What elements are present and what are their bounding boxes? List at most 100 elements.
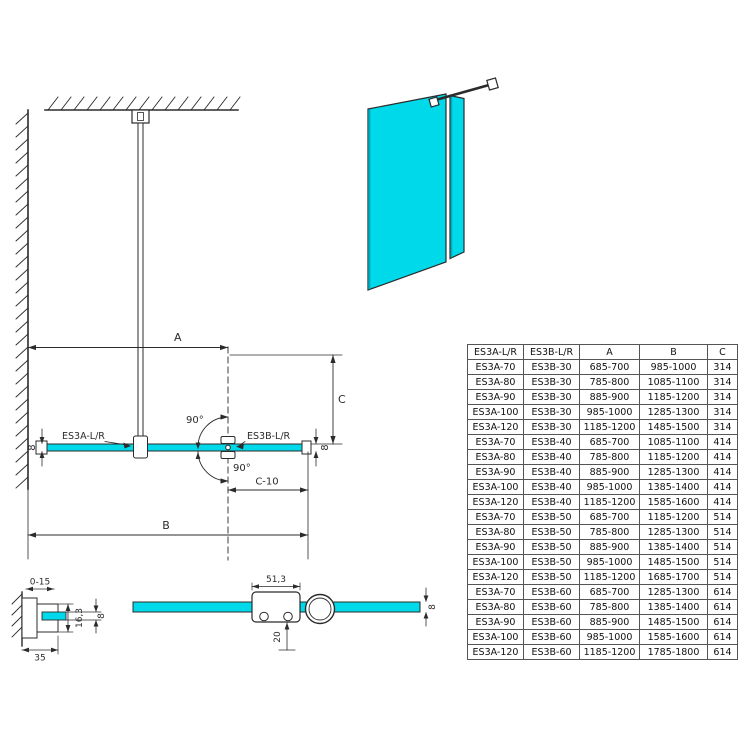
bar-section-outer (304, 593, 336, 625)
joint-bracket-bottom (220, 451, 236, 459)
table-cell: 985-1000 (639, 359, 708, 375)
clamp-body (251, 591, 301, 623)
dimension-8-profile: 8 (65, 598, 107, 634)
table-cell: 1485-1500 (639, 614, 708, 630)
bar-wall-bracket-inner (137, 112, 144, 121)
table-cell: 785-800 (579, 599, 640, 615)
table-cell: ES3B-40 (523, 464, 580, 480)
table-cell: ES3B-30 (523, 359, 580, 375)
table-cell: ES3B-40 (523, 479, 580, 495)
table-cell: 1185-1200 (639, 449, 708, 465)
table-cell: 514 (707, 569, 738, 585)
angle-bottom-label: 90° (233, 463, 251, 474)
wall-hatch-top-icon (47, 96, 241, 111)
table-cell: 414 (707, 494, 738, 510)
table-cell: 1085-1100 (639, 374, 708, 390)
dim-a-label: A (174, 331, 182, 344)
table-cell: 614 (707, 584, 738, 600)
dimension-0-15: 0-15 (25, 578, 55, 592)
dimension-a: A (27, 331, 229, 351)
column-header: A (579, 344, 640, 360)
table-cell: ES3A-100 (467, 554, 524, 570)
dim-8-left-label: 8 (27, 444, 38, 450)
clamp-screw-left (259, 611, 269, 622)
table-cell: 985-1000 (579, 479, 640, 495)
table-cell: 885-900 (579, 464, 640, 480)
column-header: ES3B-L/R (523, 344, 580, 360)
table-cell: 1685-1700 (639, 569, 708, 585)
glass-in-profile (41, 611, 67, 621)
profile-base (21, 597, 38, 639)
table-cell: 885-900 (579, 614, 640, 630)
table-cell: ES3A-90 (467, 389, 524, 405)
glass-panel-plan (39, 443, 309, 452)
table-cell: 1185-1200 (579, 569, 640, 585)
dim-8-profile-label: 8 (97, 613, 107, 619)
table-cell: 1385-1400 (639, 599, 708, 615)
clamp-screw-right (283, 611, 293, 622)
bar-clamp-detail: 51,3 20 8 (132, 575, 438, 651)
dim-0-15-label: 0-15 (30, 578, 50, 588)
dimension-b: B (27, 519, 309, 538)
dimension-8-section: 8 (423, 587, 438, 627)
table-cell: ES3B-50 (523, 539, 580, 555)
table-cell: 514 (707, 509, 738, 525)
wall-hatch-detail-icon (11, 593, 23, 638)
table-cell: 885-900 (579, 389, 640, 405)
table-cell: 614 (707, 614, 738, 630)
table-cell: ES3A-100 (467, 629, 524, 645)
table-cell: ES3B-50 (523, 509, 580, 525)
bar-glass-clamp-iso (428, 96, 440, 108)
table-cell: 514 (707, 524, 738, 540)
table-cell: ES3A-120 (467, 494, 524, 510)
table-cell: 1185-1200 (579, 494, 640, 510)
column-header: C (707, 344, 738, 360)
table-cell: ES3A-90 (467, 539, 524, 555)
plan-view: A C C-10 B (15, 96, 346, 561)
table-cell: ES3B-60 (523, 629, 580, 645)
swing-angle-bottom: 90° (195, 450, 251, 484)
table-cell: 1285-1300 (639, 584, 708, 600)
wall-profile-detail: 0-15 16,3 8 35 (11, 578, 107, 664)
table-cell: ES3A-80 (467, 599, 524, 615)
table-cell: 1385-1400 (639, 479, 708, 495)
table-cell: ES3B-50 (523, 524, 580, 540)
table-cell: ES3A-80 (467, 449, 524, 465)
table-cell: 314 (707, 359, 738, 375)
table-cell: ES3A-80 (467, 374, 524, 390)
es3b-label: ES3B-L/R (247, 431, 291, 442)
table-cell: 514 (707, 554, 738, 570)
bar-wall-mount-iso (486, 77, 499, 91)
table-cell: ES3B-50 (523, 569, 580, 585)
bar-section-inner (308, 597, 332, 621)
table-cell: ES3B-60 (523, 584, 580, 600)
dimension-35: 35 (21, 635, 59, 664)
table-cell: ES3B-30 (523, 389, 580, 405)
table-cell: 1585-1600 (639, 629, 708, 645)
dimension-20: 20 (273, 622, 296, 651)
table-cell: 1185-1200 (579, 419, 640, 435)
table-cell: 785-800 (579, 449, 640, 465)
table-cell: ES3A-70 (467, 584, 524, 600)
table-cell: 1585-1600 (639, 494, 708, 510)
table-cell: ES3B-30 (523, 404, 580, 420)
table-cell: 414 (707, 434, 738, 450)
dimension-c10: C-10 (227, 451, 309, 560)
table-cell: 1285-1300 (639, 404, 708, 420)
iso-view (367, 77, 499, 291)
dimension-c: C (229, 354, 346, 445)
dimension-8-right: 8 (313, 428, 331, 467)
table-cell: ES3A-70 (467, 434, 524, 450)
angle-top-label: 90° (186, 415, 204, 426)
